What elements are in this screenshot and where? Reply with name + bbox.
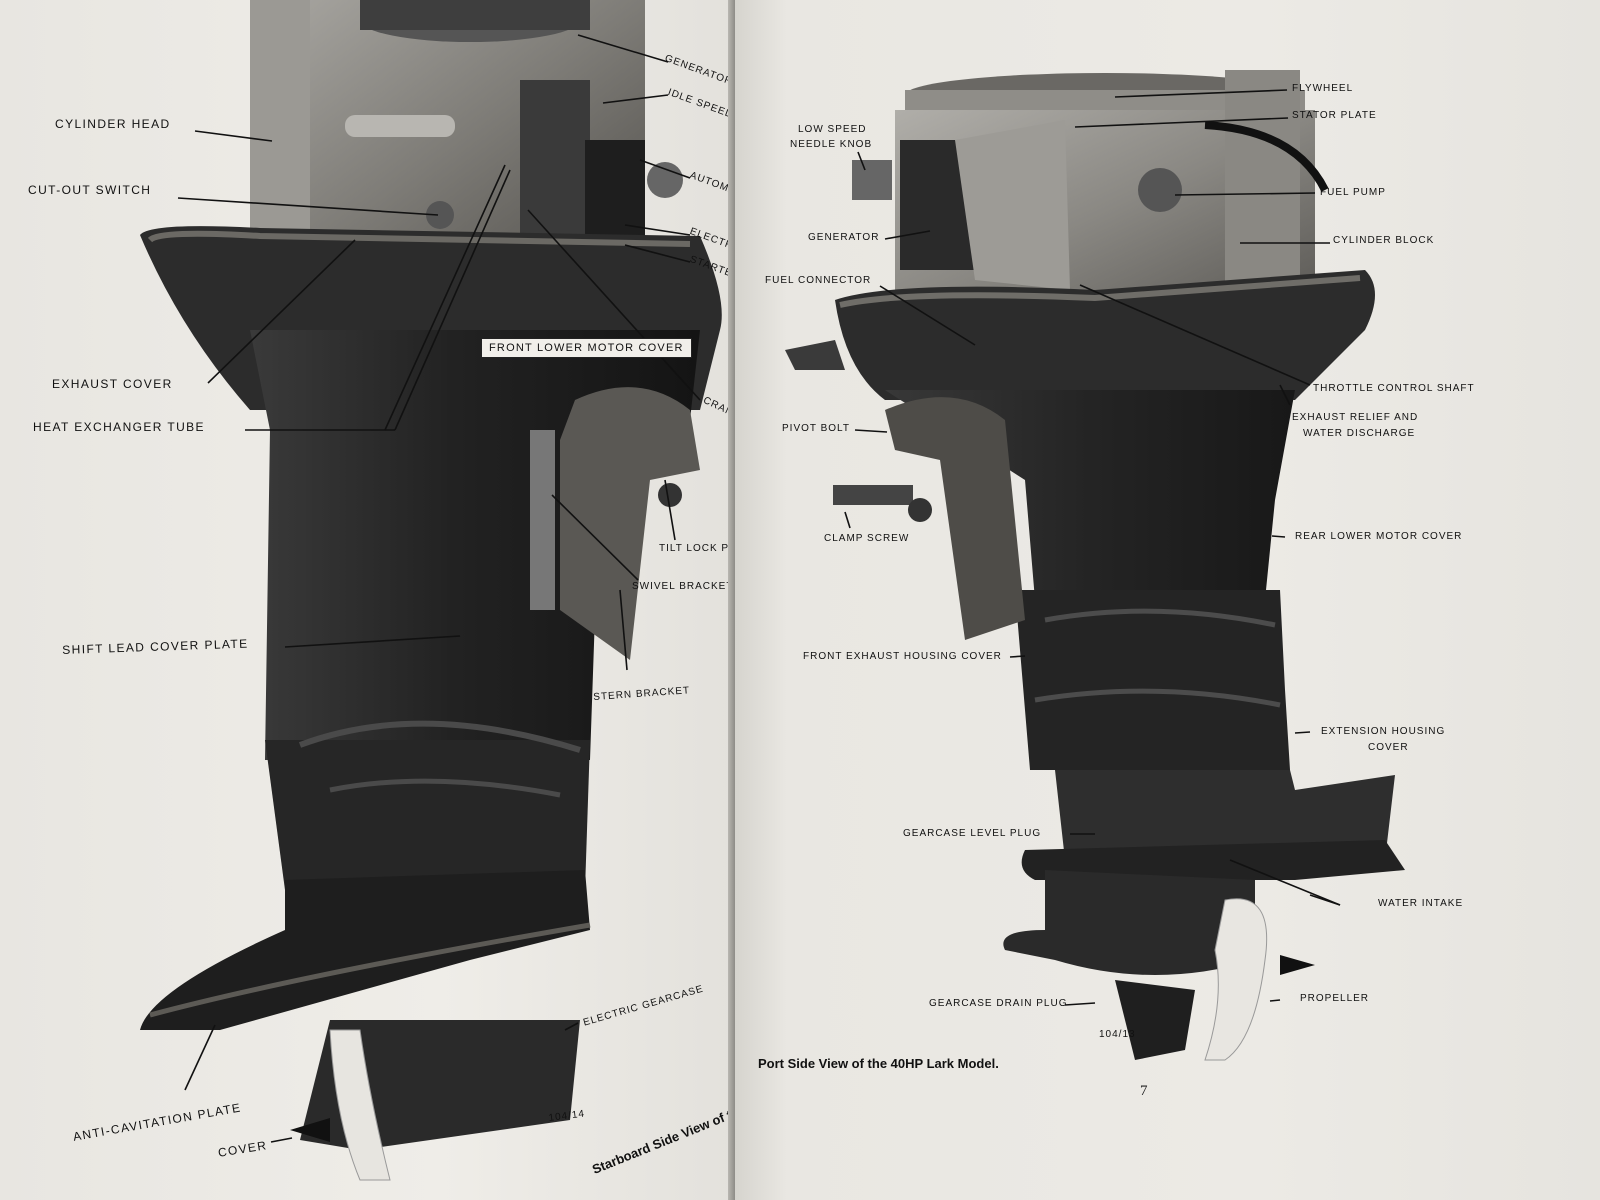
label-flywheel: FLYWHEEL	[1292, 83, 1354, 94]
label-gearcase-drain-plug: GEARCASE DRAIN PLUG	[929, 998, 1068, 1009]
left-page: GENERATOR DRIVE IDLE SPEED SCREW CYLINDE…	[0, 0, 782, 1200]
label-fuel-connector: FUEL CONNECTOR	[765, 275, 872, 286]
right-page: FLYWHEEL STATOR PLATE LOW SPEED NEEDLE K…	[735, 0, 1600, 1200]
label-swivel-bracket: SWIVEL BRACKET	[632, 581, 734, 592]
label-generator: GENERATOR	[808, 232, 880, 243]
right-clamp-bracket	[833, 397, 1025, 640]
label-rear-lower-motor-cover: REAR LOWER MOTOR COVER	[1295, 531, 1463, 542]
label-cylinder-block: CYLINDER BLOCK	[1333, 235, 1435, 246]
right-leader-lines	[844, 89, 1341, 1006]
left-swivel-bracket	[530, 387, 700, 660]
label-low-speed-2: NEEDLE KNOB	[790, 139, 873, 150]
label-low-speed-1: LOW SPEED	[798, 124, 867, 135]
page-number: 7	[1140, 1083, 1148, 1099]
right-powerhead	[852, 70, 1329, 310]
label-exhaust-relief-1: EXHAUST RELIEF AND	[1292, 412, 1419, 423]
left-leader-lines	[177, 34, 701, 1143]
left-gearcase	[140, 870, 591, 1181]
label-exhaust-relief-2: WATER DISCHARGE	[1303, 428, 1416, 439]
label-tilt-lock-pin: TILT LOCK PIN	[659, 543, 742, 554]
label-gearcase-level-plug: GEARCASE LEVEL PLUG	[903, 828, 1042, 839]
right-lower-cover	[785, 270, 1375, 400]
label-stator-plate: STATOR PLATE	[1292, 110, 1377, 121]
label-exhaust-cover: EXHAUST COVER	[52, 377, 173, 391]
label-water-intake: WATER INTAKE	[1378, 898, 1464, 909]
label-cylinder-head: CYLINDER HEAD	[55, 117, 171, 131]
label-fuel-pump: FUEL PUMP	[1320, 187, 1386, 198]
label-propeller: PROPELLER	[1300, 993, 1370, 1004]
starboard-motor-illustration	[140, 0, 722, 1181]
label-heat-exchanger-tube: HEAT EXCHANGER TUBE	[33, 420, 205, 434]
caption-right: Port Side View of the 40HP Lark Model.	[758, 1056, 999, 1071]
label-front-lower-motor-cover: FRONT LOWER MOTOR COVER	[481, 338, 692, 358]
label-clamp-screw: CLAMP SCREW	[824, 533, 910, 544]
label-cut-out-switch: CUT-OUT SWITCH	[28, 183, 152, 197]
label-pivot-bolt: PIVOT BOLT	[782, 423, 850, 434]
label-throttle-control-shaft: THROTTLE CONTROL SHAFT	[1313, 383, 1475, 394]
right-exhaust-housing	[885, 390, 1395, 870]
right-gearcase	[1003, 840, 1405, 1061]
label-extension-housing-2: COVER	[1368, 742, 1409, 753]
port-motor-illustration	[785, 70, 1405, 1061]
label-front-exhaust-housing-cover: FRONT EXHAUST HOUSING COVER	[803, 651, 1002, 662]
label-extension-housing-1: EXTENSION HOUSING	[1321, 726, 1446, 737]
figure-number-right: 104/13	[1099, 1029, 1136, 1040]
